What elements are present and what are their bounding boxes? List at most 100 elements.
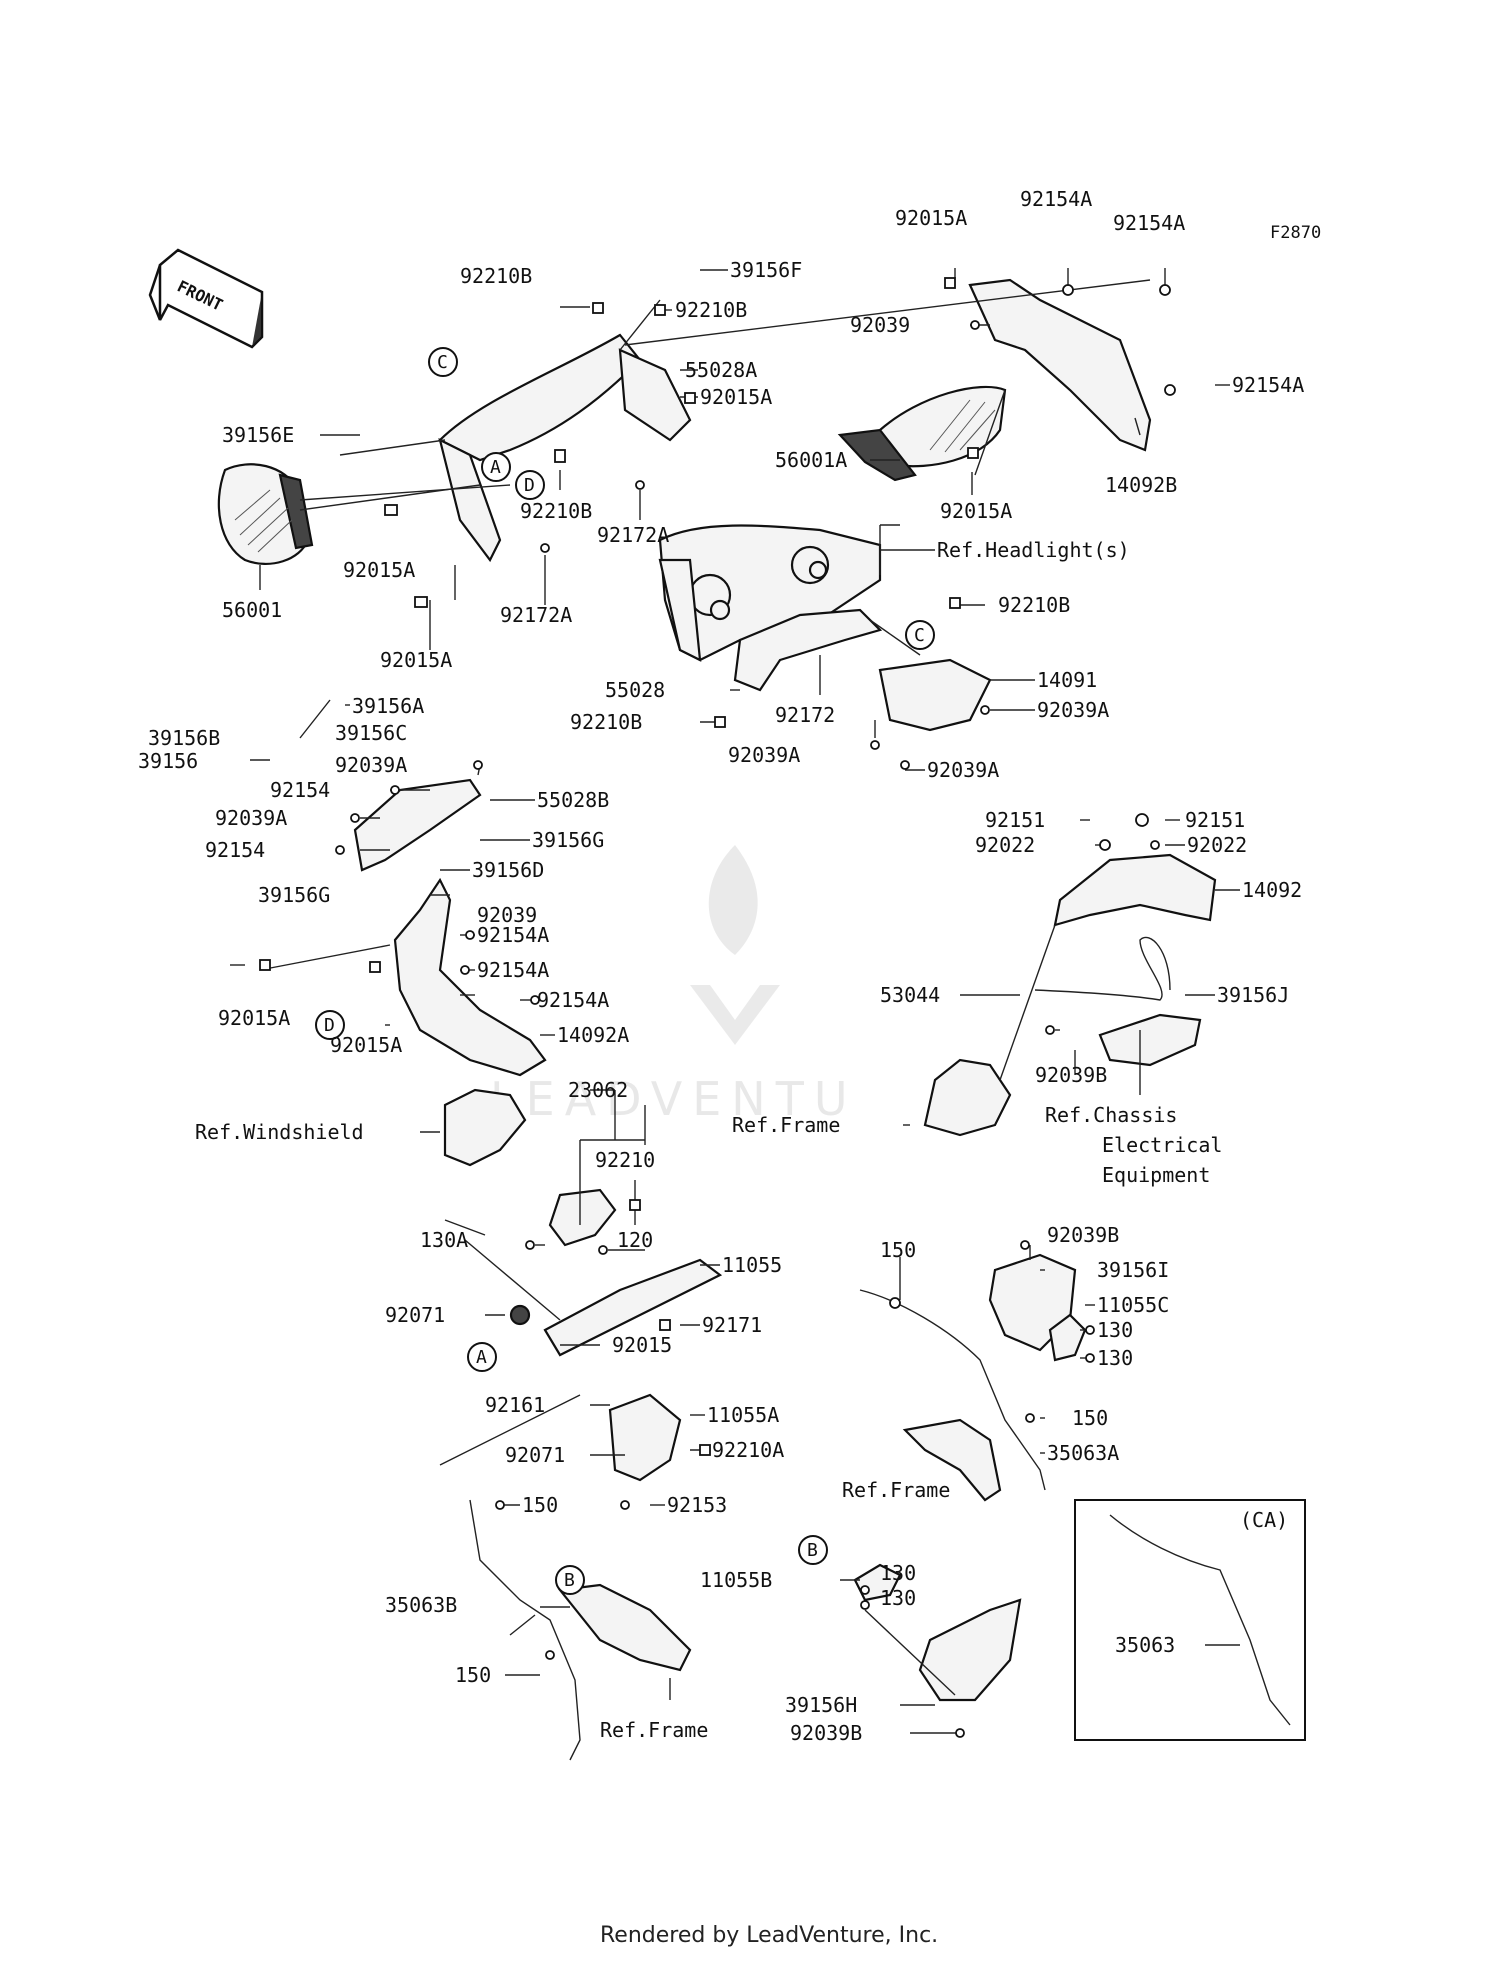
label-39156A: 39156A bbox=[352, 694, 424, 718]
label-92154A: 92154A bbox=[1113, 211, 1185, 235]
fastener bbox=[860, 1600, 870, 1610]
label-130A: 130A bbox=[420, 1228, 468, 1252]
label-92039A: 92039A bbox=[927, 758, 999, 782]
pad-39156H bbox=[918, 1598, 1022, 1702]
fastener bbox=[659, 1319, 671, 1331]
label-92071: 92071 bbox=[505, 1443, 565, 1467]
label-ref-frame: Ref.Frame bbox=[600, 1718, 708, 1742]
fastener bbox=[545, 1650, 555, 1660]
fastener bbox=[944, 277, 956, 289]
label-35063: 35063 bbox=[1115, 1633, 1175, 1657]
label-ref-windshield: Ref.Windshield bbox=[195, 1120, 364, 1144]
callout-c-mid: C bbox=[905, 620, 935, 650]
frame-ref-left bbox=[557, 1583, 692, 1672]
label-92022: 92022 bbox=[1187, 833, 1247, 857]
fastener bbox=[1025, 1413, 1035, 1423]
label-39156E: 39156E bbox=[222, 423, 294, 447]
svg-text:A: A bbox=[476, 1347, 487, 1368]
label-ref-headlights: Ref.Headlight(s) bbox=[937, 538, 1130, 562]
mirror-right-56001A bbox=[837, 385, 1007, 482]
fastener bbox=[473, 760, 483, 770]
frame-ref-right bbox=[923, 1058, 1012, 1137]
label-39156C: 39156C bbox=[335, 721, 407, 745]
fastener bbox=[540, 543, 550, 553]
frame-ref-bracket bbox=[902, 1418, 1002, 1502]
label-56001A: 56001A bbox=[775, 448, 847, 472]
fastener bbox=[967, 447, 979, 459]
fastener bbox=[335, 845, 345, 855]
windshield-bracket bbox=[443, 1088, 527, 1167]
fastener bbox=[1045, 1025, 1055, 1035]
footer-credit: Rendered by LeadVenture, Inc. bbox=[600, 1923, 938, 1948]
label-150: 150 bbox=[455, 1663, 491, 1687]
fastener bbox=[949, 597, 961, 609]
fastener bbox=[592, 302, 604, 314]
callout-b-left: B bbox=[555, 1565, 585, 1595]
bracket-11055C bbox=[1048, 1313, 1087, 1362]
label-39156: 39156 bbox=[138, 749, 198, 773]
label-39156D: 39156D bbox=[472, 858, 544, 882]
fastener bbox=[460, 965, 470, 975]
label-92039A: 92039A bbox=[728, 743, 800, 767]
label-92022: 92022 bbox=[975, 833, 1035, 857]
fastener bbox=[530, 995, 540, 1005]
fastener bbox=[495, 1500, 505, 1510]
fastener bbox=[259, 959, 271, 971]
fastener bbox=[870, 740, 880, 750]
label-92154: 92154 bbox=[205, 838, 265, 862]
label-equipment: Equipment bbox=[1102, 1163, 1210, 1187]
label-92015A: 92015A bbox=[940, 499, 1012, 523]
label-92153: 92153 bbox=[667, 1493, 727, 1517]
label-92161: 92161 bbox=[485, 1393, 545, 1417]
label-92154A: 92154A bbox=[477, 958, 549, 982]
label-92039B: 92039B bbox=[1035, 1063, 1107, 1087]
fastener bbox=[414, 596, 428, 608]
callout-b-right: B bbox=[798, 1535, 828, 1565]
fastener bbox=[629, 1199, 641, 1211]
grommet-92071-a bbox=[509, 1304, 531, 1326]
fastener bbox=[554, 449, 566, 463]
label-92039A: 92039A bbox=[215, 806, 287, 830]
cover-14091 bbox=[878, 658, 992, 732]
watermark-text: LEADVENTU bbox=[490, 1072, 857, 1126]
label-150: 150 bbox=[522, 1493, 558, 1517]
fastener bbox=[635, 480, 645, 490]
parts-artwork bbox=[217, 278, 1291, 1761]
label-92172A: 92172A bbox=[597, 523, 669, 547]
label-92015A: 92015A bbox=[330, 1033, 402, 1057]
fastener bbox=[1062, 284, 1074, 296]
label-92210B: 92210B bbox=[675, 298, 747, 322]
label-39156G: 39156G bbox=[532, 828, 604, 852]
figure-code: F2870 bbox=[1270, 223, 1321, 243]
label-55028B: 55028B bbox=[537, 788, 609, 812]
label-92154A: 92154A bbox=[1020, 187, 1092, 211]
label-150: 150 bbox=[1072, 1406, 1108, 1430]
label-11055: 11055 bbox=[722, 1253, 782, 1277]
fastener bbox=[889, 1297, 901, 1309]
callout-circles: C A D C D A B B bbox=[315, 347, 935, 1595]
ca-inset-box bbox=[1074, 1499, 1306, 1741]
label-150: 150 bbox=[880, 1238, 916, 1262]
callout-a-top: A bbox=[481, 452, 511, 482]
label-23062: 23062 bbox=[568, 1078, 628, 1102]
fastener bbox=[955, 1728, 965, 1738]
fastener bbox=[980, 705, 990, 715]
label-92210B: 92210B bbox=[460, 264, 532, 288]
label-92039B: 92039B bbox=[1047, 1223, 1119, 1247]
upper-cowl-right-14092B bbox=[968, 278, 1152, 452]
pad-39156J bbox=[1098, 1013, 1202, 1067]
label-ref-chassis: Ref.Chassis bbox=[1045, 1103, 1177, 1127]
label-ca: (CA) bbox=[1240, 1508, 1288, 1532]
fasteners bbox=[259, 277, 1176, 1738]
fastener bbox=[1099, 839, 1111, 851]
label-39156H: 39156H bbox=[785, 1693, 857, 1717]
fastener bbox=[1085, 1325, 1095, 1335]
label-92210B: 92210B bbox=[998, 593, 1070, 617]
fastener bbox=[350, 813, 360, 823]
label-electrical: Electrical bbox=[1102, 1133, 1222, 1157]
callout-a-bottom: A bbox=[467, 1342, 497, 1372]
label-92210A: 92210A bbox=[712, 1438, 784, 1462]
callout-d-top: D bbox=[515, 470, 545, 500]
label-92172A: 92172A bbox=[500, 603, 572, 627]
